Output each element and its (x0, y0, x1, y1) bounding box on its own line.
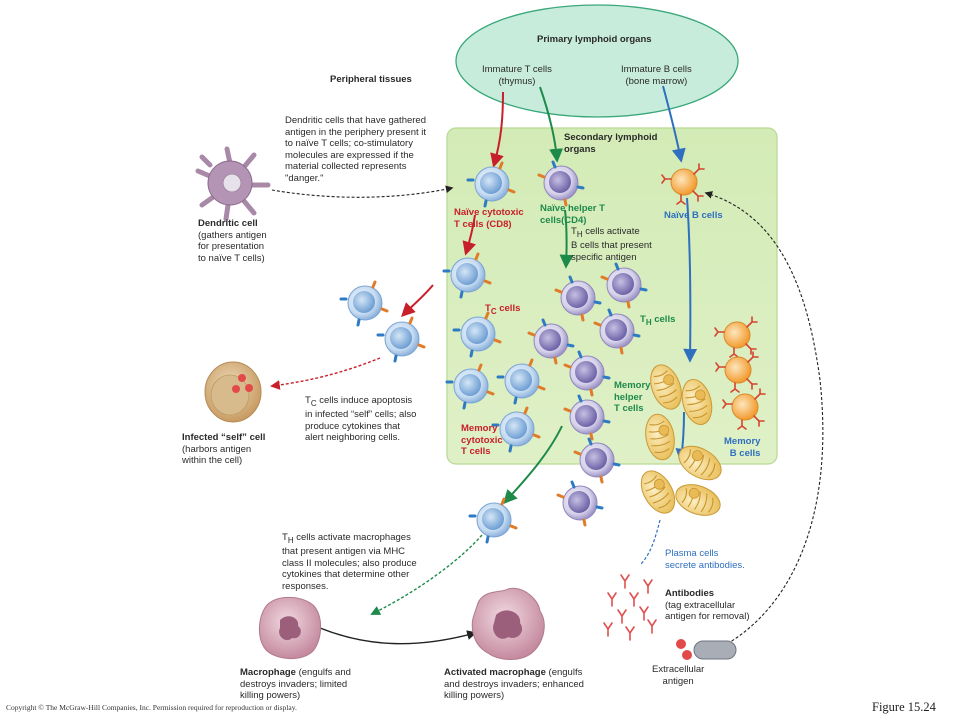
infected-cell-desc: (harbors antigen within the cell) (182, 443, 252, 467)
macrophage-icon (259, 597, 321, 659)
extracellular-antigen-icon (676, 639, 737, 660)
peripheral-tissues-label: Peripheral tissues (330, 74, 412, 85)
tc-apoptosis-text: TC cells induce apoptosis in infected “s… (305, 395, 417, 444)
arrow-naive-to-th (559, 209, 574, 269)
th-activate-b-body: cells activate B cells that present spec… (571, 226, 652, 263)
naive-helper-label: Naïve helper T cells(CD4) (540, 203, 605, 226)
memory-helper-label: Memory helper T cells (614, 380, 651, 414)
dendritic-cell-name: Dendritic cell (198, 218, 258, 229)
memory-cytotoxic-label: Memory cytotoxic T cells (461, 423, 503, 457)
tc-apoptosis-body: cells induce apoptosis in infected “self… (305, 395, 417, 444)
arrow-th-to-macrophage (370, 534, 483, 615)
macrophage-label: Macrophage (engulfs and destroys invader… (240, 667, 351, 702)
tc-cell-bottom (468, 497, 518, 544)
dendritic-description: Dendritic cells that have gathered antig… (285, 115, 427, 184)
tc-cell-outside-2 (376, 316, 426, 363)
tc-cells-sub: C (490, 306, 497, 316)
antibodies-icon (603, 574, 657, 641)
arrow-tc-out (401, 284, 434, 317)
immature-b-label: Immature B cells (bone marrow) (621, 64, 692, 87)
arrow-macrophage-activation (319, 627, 477, 645)
arrow-thymus-to-helper (539, 86, 564, 163)
activated-macrophage-desc: (engulfs and destroys invaders; enhanced… (444, 667, 584, 701)
arrow-marrow-to-bcells (662, 85, 686, 163)
tc-cells-suffix: cells (496, 303, 521, 314)
arrow-dendritic-to-naive (271, 185, 454, 198)
antibodies-label: Antibodies(tag extracellular antigen for… (665, 588, 749, 623)
figure-label: Figure 15.24 (872, 700, 936, 714)
naive-b-label: Naïve B cells (664, 210, 723, 221)
arrow-naive-b-to-plasma (683, 197, 698, 363)
th-macrophage-text: TH cells activate macrophages that prese… (282, 532, 417, 592)
arrow-thymus-to-cytotoxic (490, 91, 504, 168)
primary-lymphoid-ellipse (455, 4, 739, 118)
th-cells-suffix: cells (651, 314, 676, 325)
arrow-plasma-to-antibodies (639, 519, 661, 566)
tc-cell-outside-1 (339, 280, 389, 327)
activated-macrophage-label: Activated macrophage (engulfs and destro… (444, 667, 584, 702)
th-cells-sub: H (645, 317, 652, 327)
tc-apoptosis-sub: C (310, 398, 317, 408)
memory-b-label: Memory B cells (724, 436, 761, 459)
th-cells-prefix: T (640, 314, 646, 325)
naive-cytotoxic-label: Naïve cytotoxic T cells (CD8) (454, 207, 524, 230)
copyright-notice: Copyright © The McGraw-Hill Companies, I… (6, 703, 297, 712)
dendritic-cell-label: Dendritic cell(gathers antigen for prese… (198, 218, 267, 264)
arrow-tc-to-infected (270, 357, 381, 390)
arrow-th-out (503, 425, 563, 505)
th-macrophage-sub: H (287, 535, 294, 545)
dendritic-cell-desc: (gathers antigen for presentation to naï… (198, 229, 267, 264)
immature-t-label: Immature T cells (thymus) (482, 64, 552, 87)
th-activate-b-text: TH cells activate B cells that present s… (571, 226, 652, 263)
plasma-cell (633, 464, 683, 520)
infected-cell-icon (204, 361, 262, 423)
plasma-cell (671, 478, 725, 522)
primary-lymphoid-title: Primary lymphoid organs (537, 34, 652, 45)
secondary-lymphoid-label: Secondary lymphoid organs (564, 132, 658, 155)
extracellular-antigen-label: Extracellular antigen (652, 664, 705, 687)
th-cells-label: TH cells (640, 314, 675, 328)
th-activate-b-sub: H (576, 229, 583, 239)
memory-th-cell (556, 480, 604, 527)
tc-cells-label: TC cells (485, 303, 520, 317)
activated-macrophage-name: Activated macrophage (444, 667, 546, 678)
macrophage-desc: (engulfs and destroys invaders; limited … (240, 667, 351, 701)
infected-cell-name: Infected “self” cell (182, 432, 266, 443)
th-macrophage-body: cells activate macrophages that present … (282, 532, 417, 592)
plasma-cells-label: Plasma cells secrete antibodies. (665, 548, 745, 571)
macrophage-name: Macrophage (240, 667, 296, 678)
tc-cells-prefix: T (485, 303, 491, 314)
activated-macrophage-icon (471, 587, 545, 660)
antibodies-desc: (tag extracellular antigen for removal) (665, 599, 750, 623)
dendritic-cell-icon (195, 146, 271, 222)
antibodies-name: Antibodies (665, 588, 715, 599)
arrow-naive-to-tc (462, 214, 476, 256)
infected-cell-label: Infected “self” cell(harbors antigen wit… (182, 432, 265, 467)
